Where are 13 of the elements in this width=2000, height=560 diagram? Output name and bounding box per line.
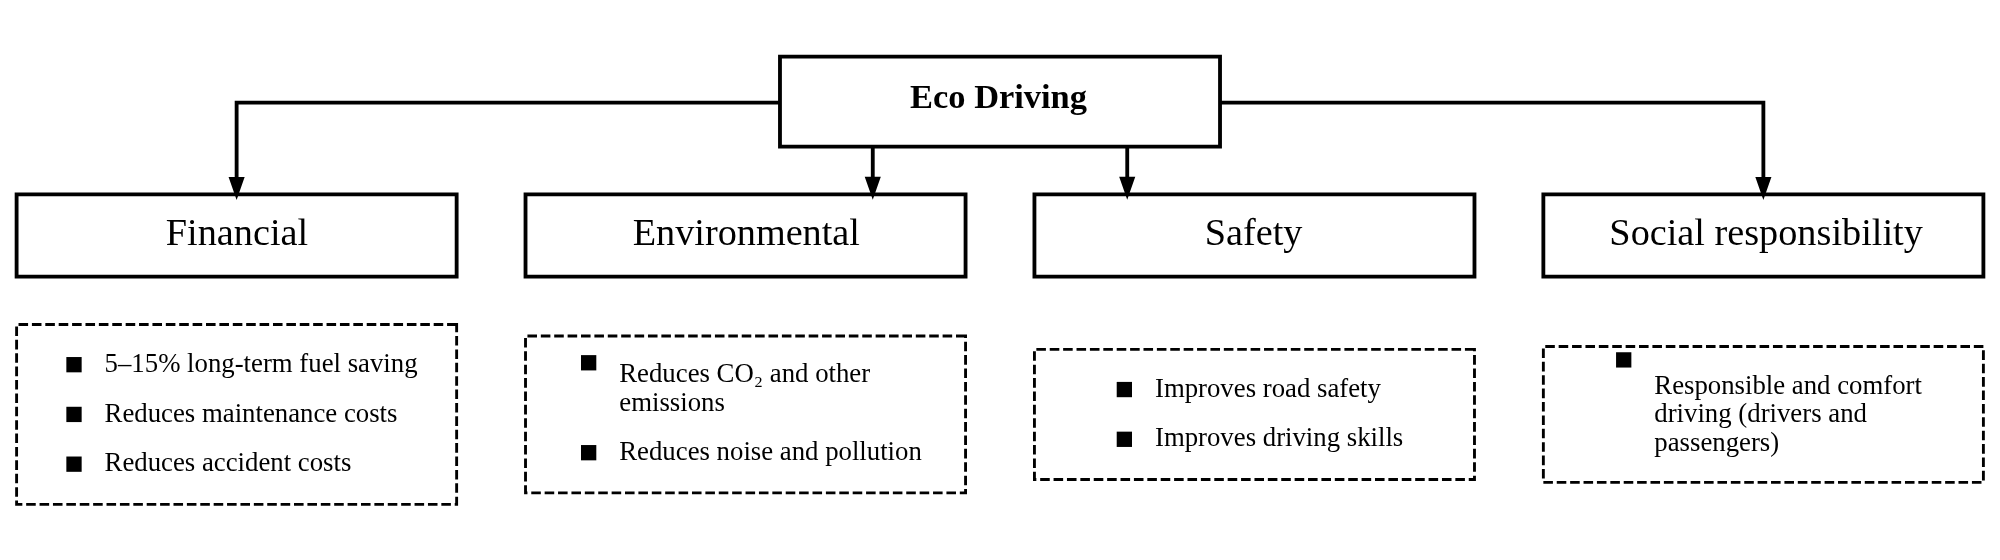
node-box: Improves road safety Improves driving skills [1033, 347, 1476, 481]
node-box: Social responsibility [1541, 192, 1986, 279]
node-box: Responsible and comfort driving (drivers and passengers) [1541, 344, 1985, 484]
node-box: Safety [1032, 192, 1477, 279]
arrow [1119, 146, 1136, 200]
node-box: 5–15% long-term fuel saving Reduces maintenance costs Reduces accident costs [15, 322, 459, 506]
arrow [1220, 100, 1772, 200]
node-box: Financial [14, 192, 459, 279]
arrow [864, 146, 881, 200]
node-box: Environmental [523, 192, 968, 279]
arrow [228, 100, 780, 200]
node-box: Eco Driving [778, 54, 1222, 148]
node-box: Reduces CO₂ and other emissions Reduces noise and pollution [524, 334, 967, 494]
